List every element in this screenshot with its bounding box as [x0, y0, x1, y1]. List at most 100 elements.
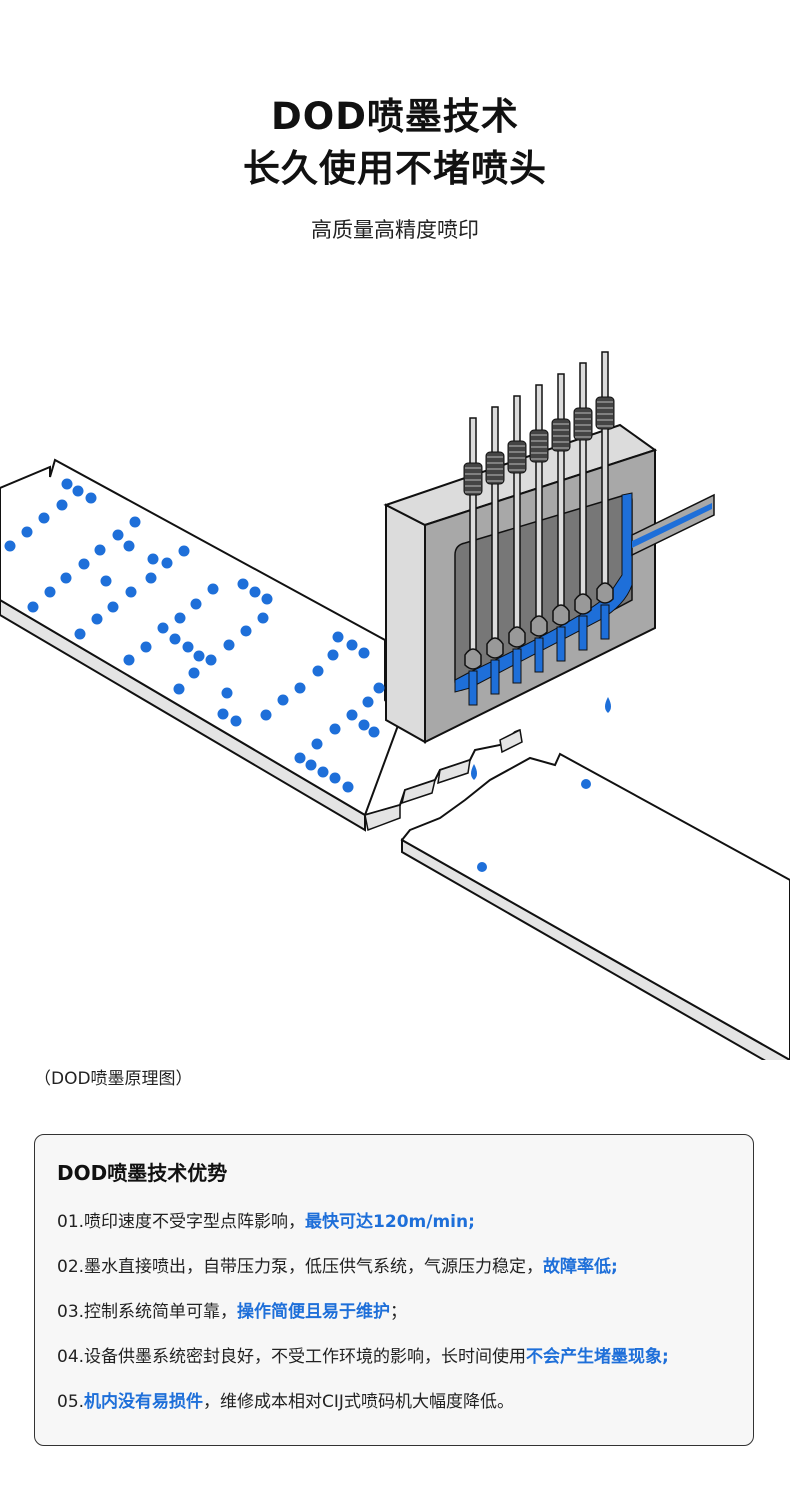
- ink-dot: [169, 633, 181, 645]
- ink-dot: [129, 516, 141, 528]
- ink-dot: [21, 526, 33, 538]
- ink-dot: [78, 558, 90, 570]
- ink-dot: [112, 529, 124, 541]
- ink-dot: [317, 766, 329, 778]
- ink-dot: [193, 650, 205, 662]
- advantages-card: DOD喷墨技术优势 01.喷印速度不受字型点阵影响，最快可达120m/min; …: [34, 1134, 754, 1446]
- ink-dot: [477, 862, 487, 872]
- item-text: 05.: [57, 1392, 85, 1412]
- item-highlight: 最快可达120m/min;: [305, 1212, 475, 1232]
- ink-dot: [145, 572, 157, 584]
- nozzle: [551, 373, 571, 662]
- ink-dot: [205, 654, 217, 666]
- ink-dot: [223, 639, 235, 651]
- ink-dot: [72, 485, 84, 497]
- ink-dot: [240, 625, 252, 637]
- ink-dot: [178, 545, 190, 557]
- ink-dot: [581, 779, 591, 789]
- ink-dot: [85, 492, 97, 504]
- advantage-item: 04.设备供墨系统密封良好，不受工作环境的影响，长时间使用不会产生堵墨现象;: [57, 1342, 669, 1367]
- ink-dot: [74, 628, 86, 640]
- ink-dot: [305, 759, 317, 771]
- page-subtitle: 高质量高精度喷印: [311, 218, 479, 242]
- nozzle: [529, 384, 549, 673]
- nozzle: [507, 395, 527, 684]
- ink-dot: [61, 478, 73, 490]
- ink-dot: [358, 719, 370, 731]
- item-highlight: 不会产生堵墨现象;: [526, 1347, 669, 1367]
- item-suffix: ，维修成本相对CIJ式喷码机大幅度降低。: [203, 1392, 514, 1412]
- ink-dot: [107, 601, 119, 613]
- substrate-right: [400, 752, 790, 1060]
- item-text: 02.墨水直接喷出，自带压力泵，低压供气系统，气源压力稳定，: [57, 1257, 544, 1277]
- nozzle: [573, 362, 593, 651]
- ink-dot: [237, 578, 249, 590]
- ink-dot: [311, 738, 323, 750]
- ink-dot: [294, 682, 306, 694]
- print-head: [383, 423, 715, 744]
- advantages-title: DOD喷墨技术优势: [57, 1161, 228, 1185]
- ink-dot: [312, 665, 324, 677]
- ink-dot: [100, 575, 112, 587]
- nozzle-array: [463, 351, 615, 706]
- ink-dot: [294, 752, 306, 764]
- ink-dot: [327, 649, 339, 661]
- ink-dot: [38, 512, 50, 524]
- item-text: 03.控制系统简单可靠，: [57, 1302, 238, 1322]
- item-text: 01.喷印速度不受字型点阵影响，: [57, 1212, 306, 1232]
- ink-dot: [221, 687, 233, 699]
- dod-principle-illustration: [0, 351, 790, 1060]
- advantage-item: 03.控制系统简单可靠，操作简便且易于维护；: [57, 1297, 407, 1322]
- ink-dot: [125, 586, 137, 598]
- ink-dot: [182, 641, 194, 653]
- ink-dot: [91, 613, 103, 625]
- nozzle: [463, 417, 483, 706]
- ink-dot: [157, 622, 169, 634]
- ink-dot: [27, 601, 39, 613]
- ink-dot: [332, 631, 344, 643]
- printed-dots: [4, 478, 385, 793]
- ink-dot: [217, 708, 229, 720]
- ink-dot: [342, 781, 354, 793]
- ink-dot: [190, 598, 202, 610]
- advantage-item: 05.机内没有易损件，维修成本相对CIJ式喷码机大幅度降低。: [57, 1387, 514, 1412]
- ink-dot: [140, 641, 152, 653]
- ink-dot: [329, 772, 341, 784]
- illustration-caption: （DOD喷墨原理图）: [34, 1069, 193, 1089]
- ink-dot: [329, 723, 341, 735]
- ink-dot: [277, 694, 289, 706]
- ink-dot: [207, 583, 219, 595]
- ink-dot: [261, 593, 273, 605]
- ink-drop: [605, 697, 611, 713]
- item-highlight: 故障率低;: [543, 1257, 618, 1277]
- ink-dot: [362, 696, 374, 708]
- ink-drop: [471, 764, 477, 780]
- ink-dot: [188, 667, 200, 679]
- ink-dot: [249, 586, 261, 598]
- advantage-item: 02.墨水直接喷出，自带压力泵，低压供气系统，气源压力稳定，故障率低;: [57, 1252, 618, 1277]
- ink-dot: [44, 586, 56, 598]
- page-title-line1: DOD喷墨技术: [271, 95, 519, 138]
- ink-dot: [373, 682, 385, 694]
- item-highlight: 操作简便且易于维护: [237, 1302, 391, 1322]
- item-highlight: 机内没有易损件: [84, 1392, 204, 1412]
- ink-dot: [161, 557, 173, 569]
- ink-dot: [4, 540, 16, 552]
- nozzle: [595, 351, 615, 640]
- nozzle: [485, 406, 505, 695]
- item-suffix: ；: [390, 1302, 408, 1322]
- ink-dot: [260, 709, 272, 721]
- advantage-item: 01.喷印速度不受字型点阵影响，最快可达120m/min;: [57, 1207, 475, 1232]
- ink-dot: [94, 544, 106, 556]
- ink-dot: [56, 499, 68, 511]
- ink-dot: [230, 715, 242, 727]
- ink-dot: [368, 726, 380, 738]
- ink-dot: [173, 683, 185, 695]
- ink-dot: [123, 654, 135, 666]
- ink-dot: [346, 709, 358, 721]
- ink-dot: [60, 572, 72, 584]
- ink-dot: [123, 540, 135, 552]
- ink-dot: [174, 612, 186, 624]
- item-text: 04.设备供墨系统密封良好，不受工作环境的影响，长时间使用: [57, 1347, 527, 1367]
- ink-dot: [257, 612, 269, 624]
